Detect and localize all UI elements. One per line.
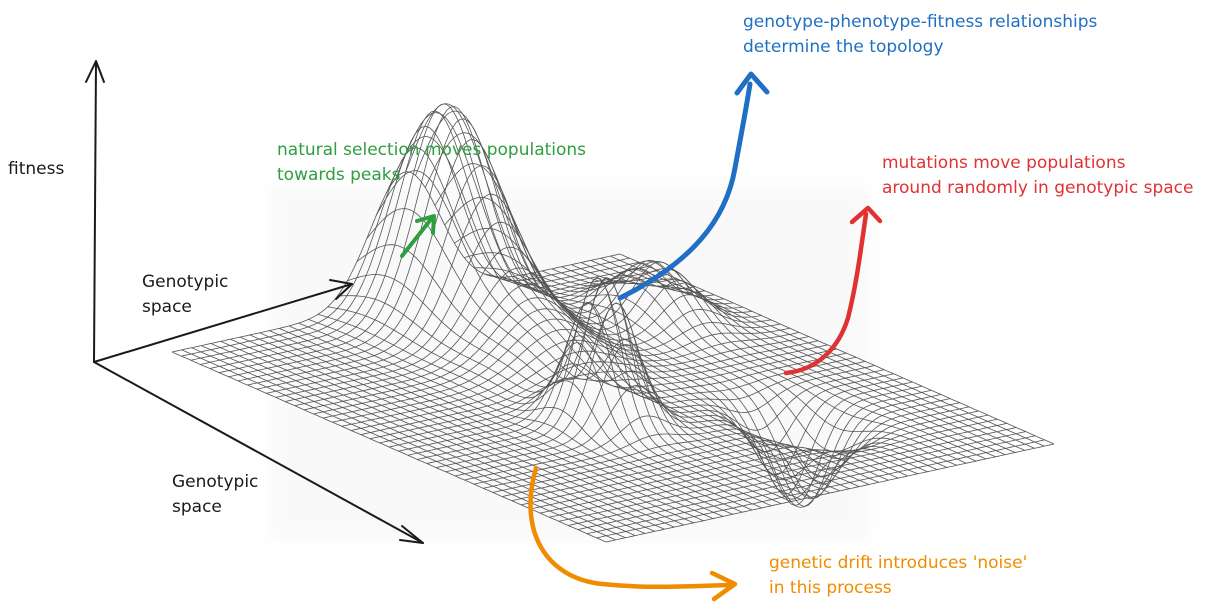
mesh-line [483, 389, 932, 507]
drift-annotation: genetic drift introduces 'noise' in this… [769, 551, 1027, 601]
mesh-line [445, 344, 894, 473]
mesh-line [561, 266, 996, 458]
mesh-line [590, 260, 1025, 451]
mesh-line [424, 132, 860, 487]
fitness-surface-mesh [171, 103, 1055, 543]
topology-arrow [617, 71, 770, 301]
selection-annotation-line-2: towards peaks [277, 165, 401, 185]
back-genotypic-axis [93, 283, 353, 363]
mesh-line [415, 110, 850, 490]
mesh-line [407, 301, 856, 456]
mutation-arrow [783, 205, 883, 376]
mesh-line [521, 406, 970, 506]
mesh-line [473, 267, 909, 481]
mesh-line [532, 267, 967, 464]
fitness-axis [93, 61, 97, 363]
mutation-annotation: mutations move populations around random… [882, 151, 1194, 201]
mesh-line [605, 443, 1055, 543]
mesh-line [577, 431, 1026, 530]
topology-annotation-line-2: determine the topology [743, 37, 944, 57]
mesh-line [549, 418, 998, 518]
mesh-line [568, 427, 1017, 526]
mesh-line [587, 435, 1036, 535]
front-genotypic-axis [93, 361, 424, 544]
mesh-line [464, 381, 913, 495]
mesh-line [511, 402, 960, 502]
mesh-line [454, 377, 904, 477]
fitness-axis-arrowhead [85, 60, 105, 83]
drift-arrow [528, 465, 738, 602]
mesh-line [417, 277, 866, 460]
back-genotypic-axis-label: Genotypic space [142, 272, 229, 317]
axes [85, 60, 424, 544]
selection-arrow [400, 214, 436, 258]
fitness-axis-label: fitness [8, 159, 65, 179]
selection-annotation: natural selection moves populations towa… [277, 138, 586, 188]
drift-annotation-line-2: in this process [769, 578, 892, 598]
mesh-line [619, 253, 1055, 445]
topology-annotation-line-1: genotype-phenotype-fitness relationships [743, 12, 1098, 32]
back-axis-arrowhead [329, 279, 353, 300]
mesh-line [558, 422, 1007, 522]
mesh-line [530, 410, 979, 510]
mesh-line [551, 260, 986, 460]
mesh-line [436, 302, 885, 469]
mutation-annotation-line-1: mutations move populations [882, 153, 1126, 173]
selection-annotation-line-1: natural selection moves populations [277, 140, 587, 160]
mesh-line [580, 262, 1016, 453]
drift-annotation-line-1: genetic drift introduces 'noise' [769, 553, 1028, 573]
mesh-line [539, 414, 989, 514]
mesh-line [473, 385, 922, 506]
mesh-line [600, 257, 1035, 449]
topology-annotation: genotype-phenotype-fitness relationships… [743, 10, 1097, 60]
mutation-annotation-line-2: around randomly in genotypic space [882, 178, 1194, 198]
mesh-line [596, 439, 1045, 539]
mesh-line [541, 260, 977, 462]
mesh-line [492, 394, 941, 499]
mesh-line [398, 335, 847, 452]
mesh-line [454, 227, 889, 481]
mesh-line [502, 398, 951, 497]
mesh-line [512, 275, 948, 478]
front-genotypic-axis-label: Genotypic space [172, 472, 259, 517]
mesh-line [522, 274, 957, 466]
mesh-line [388, 348, 838, 448]
front-axis-arrowhead [399, 525, 424, 544]
